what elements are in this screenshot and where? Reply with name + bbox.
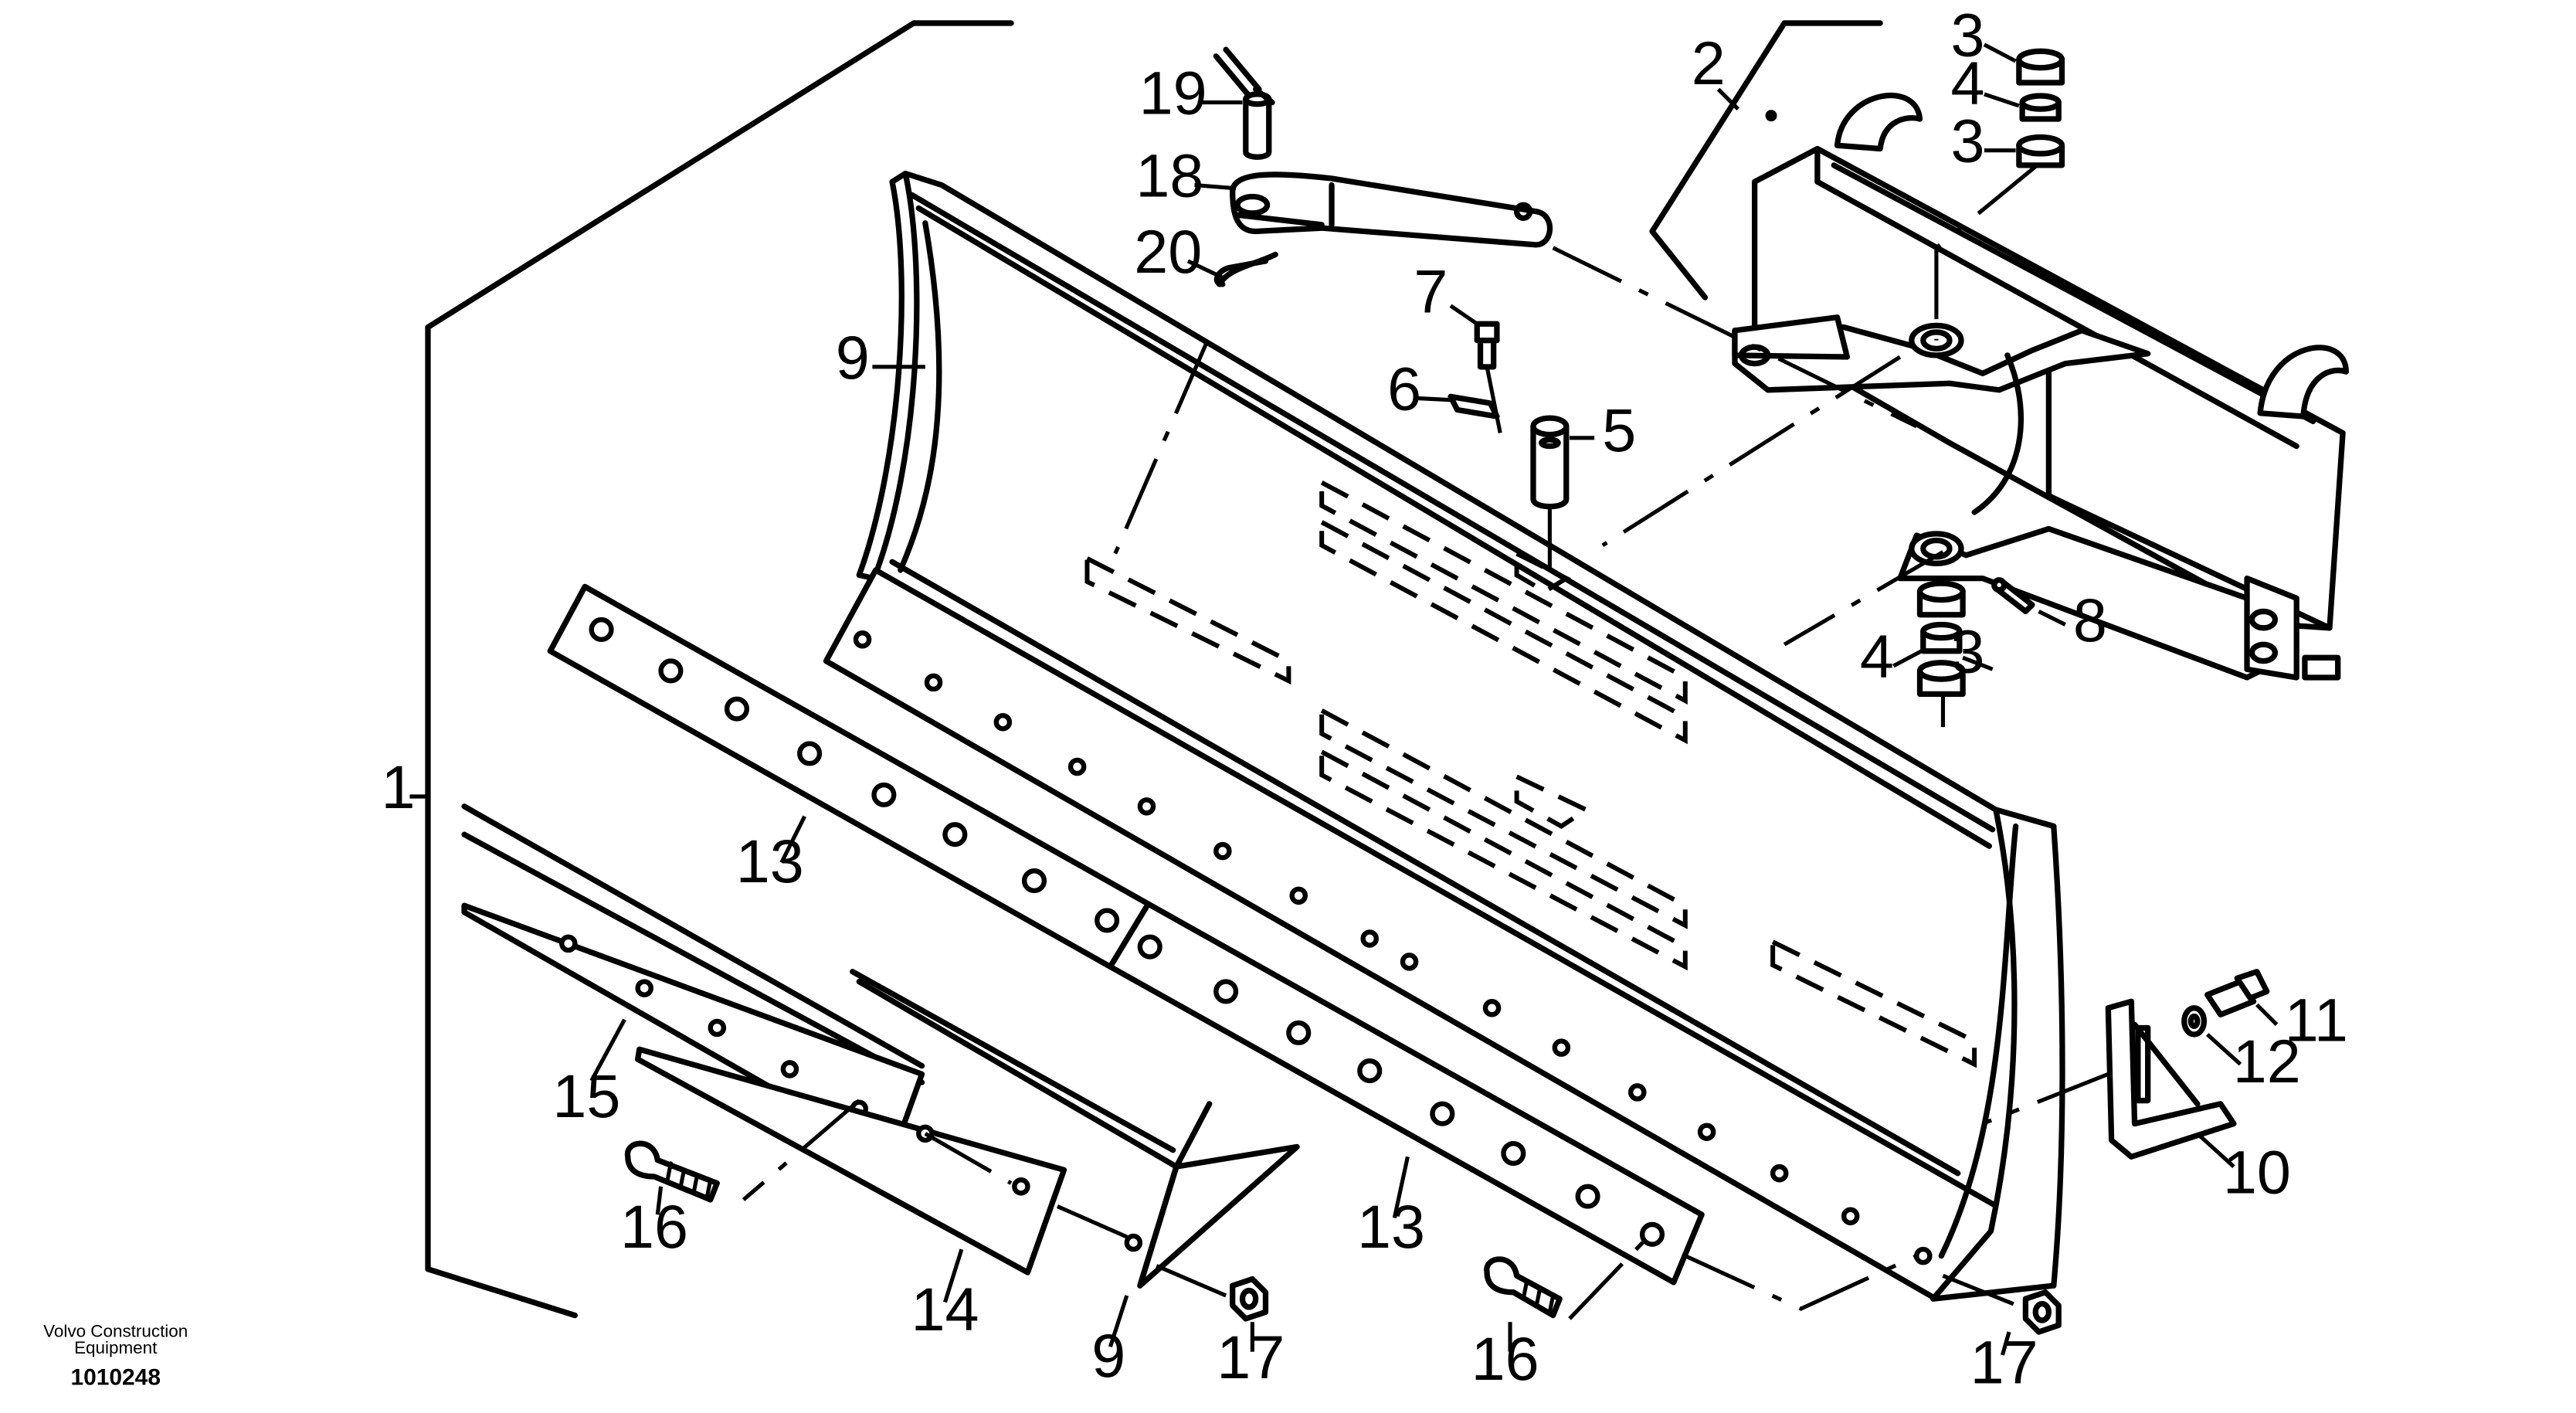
callout-12: 12 <box>2233 1027 2301 1095</box>
callout-4-bottom: 4 <box>1860 622 1894 691</box>
bushings-upper <box>2016 48 2065 168</box>
assembly-centerlines <box>742 163 2109 1320</box>
end-bit-9 <box>850 969 1300 1289</box>
blade-bolt-holes <box>853 630 1933 1265</box>
callout-8: 8 <box>2073 586 2107 654</box>
leader-lines <box>409 42 2279 1356</box>
callout-16-right: 16 <box>1471 1324 1539 1393</box>
plow-bolt-left <box>625 1140 720 1203</box>
grease-nipple <box>1991 577 2035 615</box>
callout-3-bottom: 3 <box>1951 617 1985 686</box>
washer-12 <box>2181 1005 2208 1038</box>
r-clip <box>1213 251 1278 287</box>
callout-18: 18 <box>1135 141 1203 210</box>
callout-15: 15 <box>552 1061 620 1130</box>
callout-20: 20 <box>1134 217 1202 286</box>
hidden-rear-ribs <box>1084 478 1977 1068</box>
cap-screw-7 <box>1474 321 1500 370</box>
brand-line-2: Equipment <box>74 1338 158 1357</box>
hex-nut-left <box>1230 1275 1269 1322</box>
bushings-lower <box>1916 580 1966 698</box>
plow-bolt-right <box>1484 1256 1563 1319</box>
cap-screw-11 <box>2204 969 2270 1017</box>
callout-3-top: 3 <box>1951 1 1985 70</box>
document-number: 1010248 <box>70 1364 161 1390</box>
callout-9-bottom: 9 <box>1091 1321 1125 1390</box>
callout-14: 14 <box>911 1275 979 1343</box>
callout-19: 19 <box>1139 59 1207 127</box>
push-arm <box>1230 172 1553 248</box>
callout-1: 1 <box>381 752 415 821</box>
hex-nut-right <box>2022 1289 2062 1335</box>
callout-3-mid: 3 <box>1951 107 1985 175</box>
brand-line-1: Volvo Construction <box>43 1321 188 1340</box>
callout-5: 5 <box>1602 396 1636 464</box>
callout-9-top: 9 <box>836 323 870 392</box>
assembly-2-bracket <box>1649 20 1883 301</box>
clevis-pin <box>1213 46 1275 160</box>
dozer-blade <box>823 170 2065 1302</box>
callout-11: 11 <box>2285 986 2348 1055</box>
title-block: Volvo Construction Equipment 1010248 <box>43 1321 188 1390</box>
assembly-1-bracket <box>425 20 1014 1319</box>
wear-strip-14 <box>635 1046 1067 1275</box>
pivot-pin <box>1530 415 1570 510</box>
callout-6: 6 <box>1387 354 1421 423</box>
callout-10: 10 <box>2223 1137 2291 1206</box>
callout-16-left: 16 <box>620 1192 688 1261</box>
callout-2: 2 <box>1692 29 1726 97</box>
callout-13-lower: 13 <box>1357 1192 1425 1261</box>
callout-17-right: 17 <box>1970 1327 2038 1396</box>
cutting-edge-lower <box>1107 901 1705 1286</box>
mounting-frame <box>1732 92 2350 681</box>
lock-plate <box>1448 393 1500 419</box>
callout-17-left: 17 <box>1217 1323 1285 1391</box>
callout-labels: 2 3 4 3 19 18 20 9 7 6 5 8 4 3 1 13 15 1… <box>381 1 2347 1397</box>
side-bracket <box>2105 998 2237 1160</box>
callout-4-top: 4 <box>1951 49 1985 117</box>
callout-13-upper: 13 <box>736 827 804 895</box>
callout-7: 7 <box>1414 256 1448 325</box>
